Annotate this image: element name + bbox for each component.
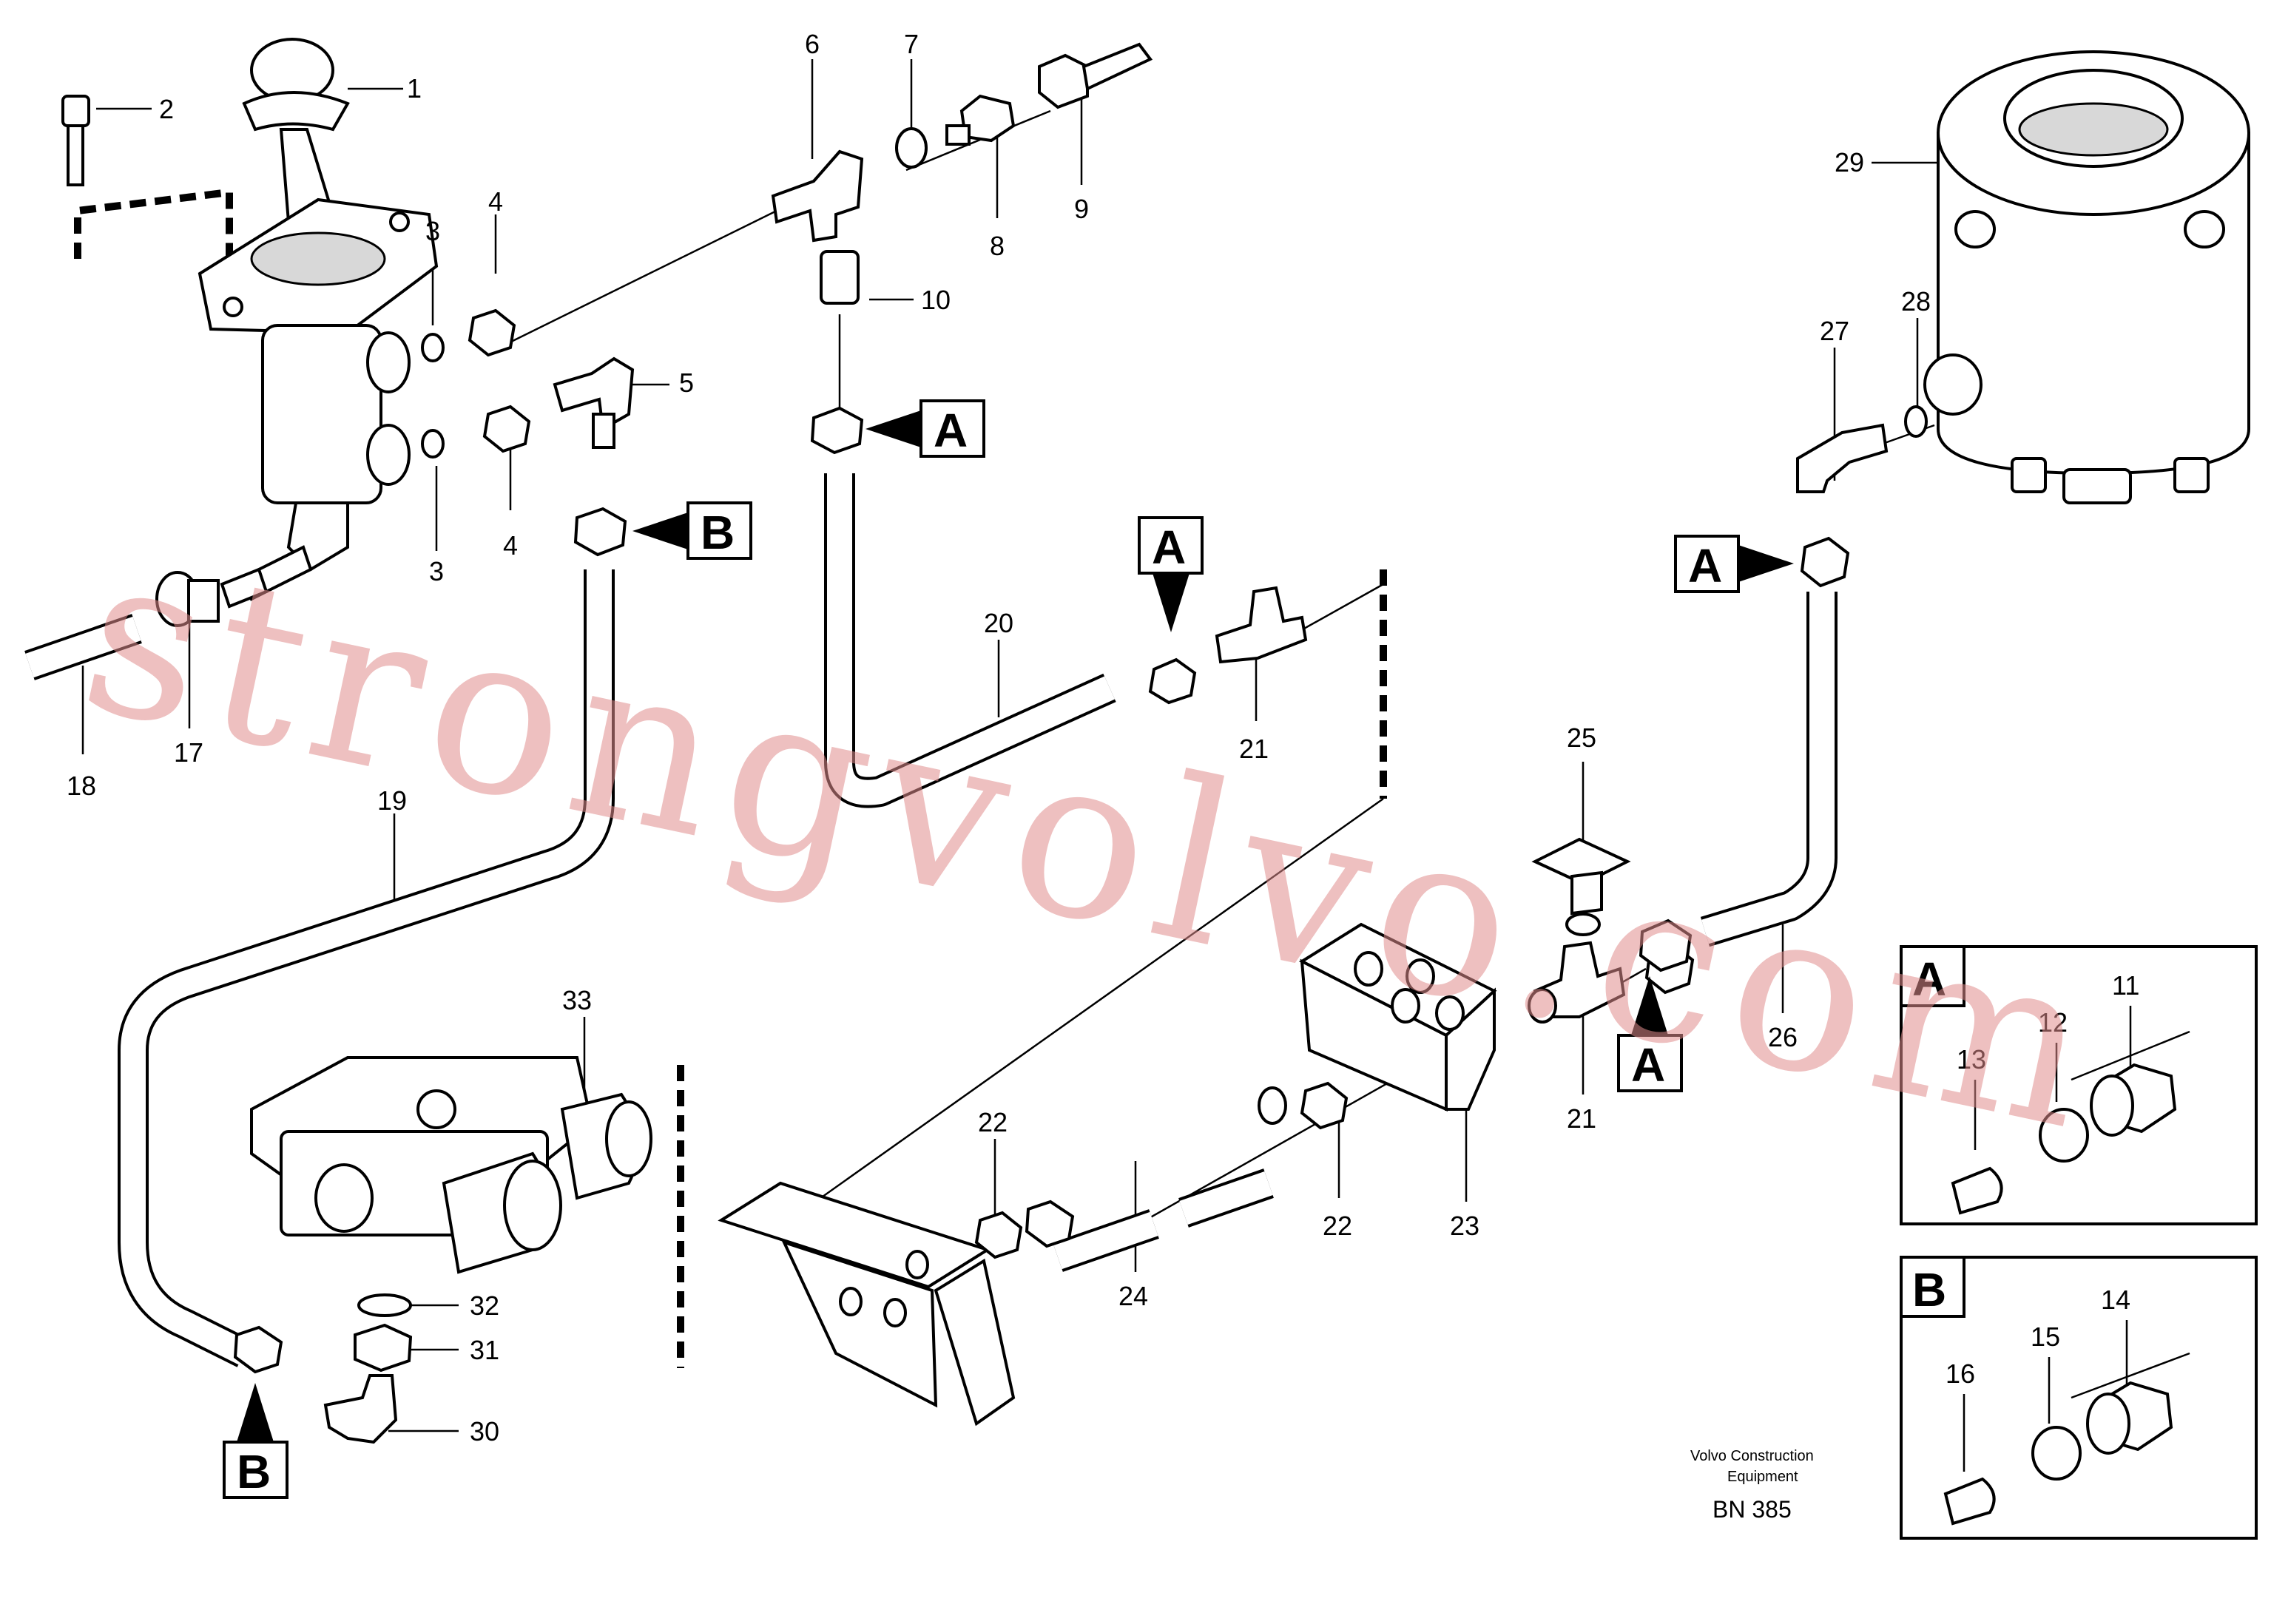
tag-b1-letter: B [701,506,735,559]
detail-box-b-label-15: 15 [2031,1322,2060,1352]
part-label-19: 19 [377,785,407,816]
part-label-31: 31 [470,1335,499,1365]
part-label-33: 33 [562,985,592,1015]
tag-a1-arrow [865,410,921,447]
bracket-lower [718,1181,1016,1427]
part-label-32: 32 [470,1290,499,1321]
detail-box-a-label-11: 11 [2112,970,2139,1001]
bolt-2 [61,95,90,186]
tag-b2-letter: B [237,1445,271,1498]
part-label-24: 24 [1118,1281,1148,1311]
part-label-21-upper: 21 [1239,734,1269,764]
part-label-2: 2 [159,94,174,124]
part-label-22-right: 22 [1323,1211,1352,1241]
footer-code: BN 385 [1712,1496,1792,1523]
detail-box-b-label-14: 14 [2101,1285,2130,1315]
connection-tags: A B A A A B [223,399,1794,1499]
part-label-30: 30 [470,1416,499,1447]
fittings-lower-middle [974,1081,1349,1259]
part-label-3-upper: 3 [425,216,440,246]
part-number-labels: 1 2 3 4 5 6 7 8 9 10 3 4 17 18 19 20 21 … [67,29,1931,1447]
part-label-7: 7 [904,29,919,59]
detail-box-a-label-12: 12 [2038,1007,2068,1038]
tag-a2-letter: A [1152,521,1186,574]
part-label-8: 8 [990,231,1005,261]
tag-a2-arrow [1153,573,1190,632]
elbow-27 [1796,405,1928,588]
swivel-29 [1923,50,2250,504]
part-label-22-left: 22 [978,1107,1008,1137]
footer-line-2: Equipment [1727,1469,1798,1485]
detail-box-b-letter: B [1912,1263,1946,1316]
part-label-23: 23 [1450,1211,1479,1241]
detail-box-a-letter: A [1912,953,1946,1006]
part-label-29: 29 [1835,147,1864,177]
part-label-4-lower: 4 [503,530,518,561]
detail-box-b-label-16: 16 [1946,1359,1975,1389]
part-label-17: 17 [174,737,203,768]
valve-block-33 [250,1056,652,1274]
part-label-4-upper: 4 [488,186,503,217]
part-label-10: 10 [921,285,951,315]
tag-a3-arrow [1738,545,1794,582]
part-label-25: 25 [1567,723,1596,753]
part-label-26: 26 [1768,1022,1798,1052]
tag-b1-arrow [632,512,688,549]
part-label-6: 6 [805,29,820,59]
footer-line-1: Volvo Construction [1690,1448,1814,1464]
part-label-18: 18 [67,771,96,801]
bracket-23 [1298,922,1497,1112]
tag-a4-arrow [1631,976,1668,1035]
fittings-lower-left [233,1293,413,1444]
part-label-5: 5 [679,368,694,398]
part-label-20: 20 [984,608,1013,638]
part-label-9: 9 [1074,194,1089,224]
tag-a4-letter: A [1631,1038,1665,1092]
part-label-1: 1 [407,73,422,104]
detail-box-a-label-13: 13 [1957,1044,1986,1075]
part-label-21-lower: 21 [1567,1103,1596,1134]
detail-box-a: A 11 12 13 [1900,945,2258,1225]
valve-25 [1531,837,1631,936]
tag-b2-arrow [237,1383,274,1442]
part-label-27: 27 [1820,316,1849,346]
tag-a3-letter: A [1688,539,1722,592]
part-label-3-lower: 3 [429,556,444,586]
hoses [24,473,1838,1367]
brake-valve-assembly [198,38,439,601]
dashed-frame-lines [74,188,1387,1368]
footer-credit: Volvo Construction Equipment BN 385 [1690,1448,1814,1523]
fittings-upper [155,42,1153,627]
fittings-26 [1639,918,1693,972]
tee-21-upper [1148,586,1308,705]
detail-box-b: B 14 15 16 [1900,1256,2258,1540]
part-label-28: 28 [1901,286,1931,317]
tag-a1-letter: A [934,404,968,457]
